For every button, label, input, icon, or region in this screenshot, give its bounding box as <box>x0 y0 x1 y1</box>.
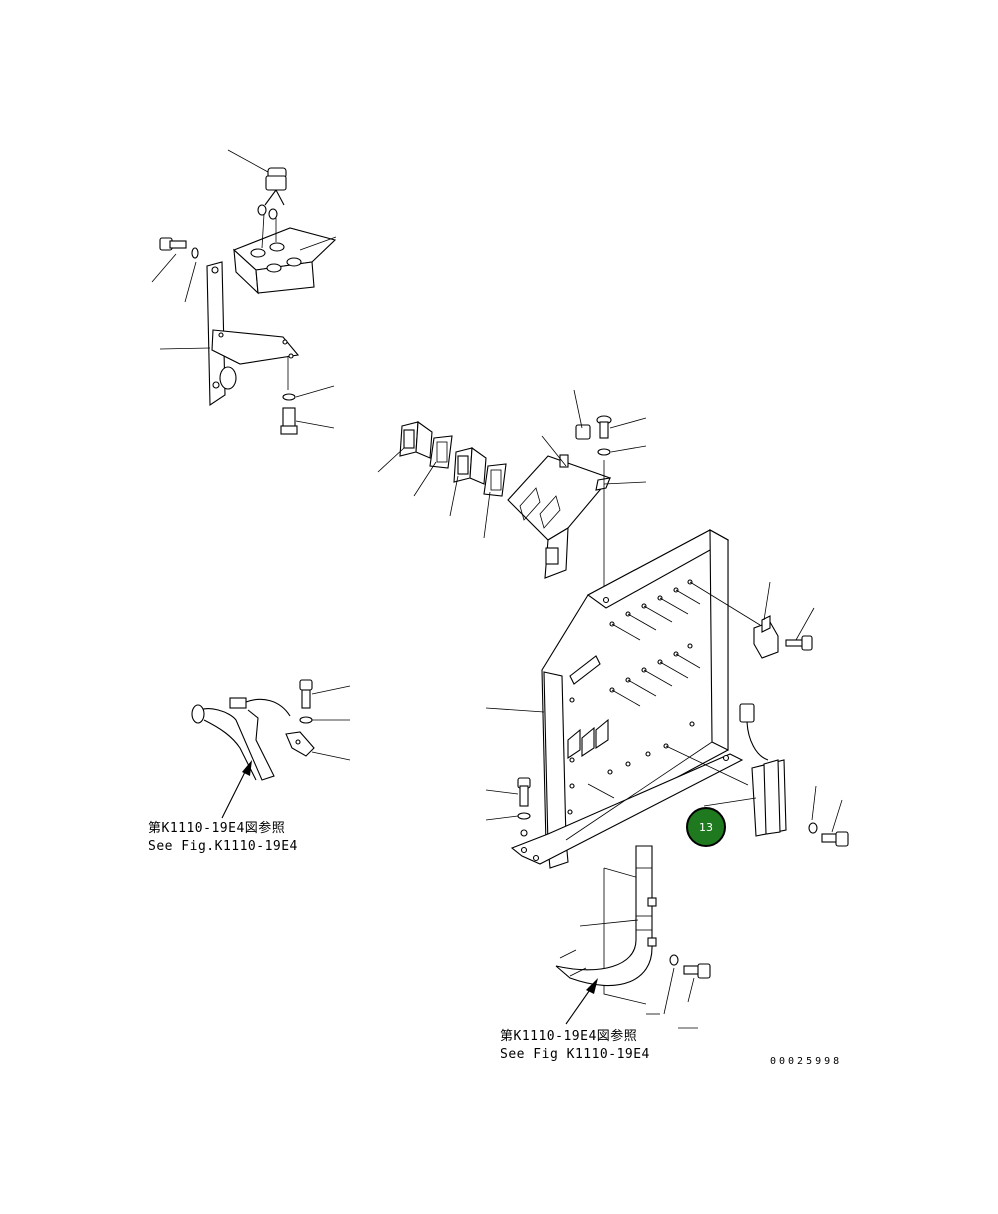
bolt-part <box>821 831 849 847</box>
leader-line <box>184 261 197 303</box>
leader-line <box>377 447 405 473</box>
leader-line <box>795 607 815 641</box>
bolt-part <box>785 635 813 651</box>
reference-line-1: 第K1110-19E4図参照 <box>500 1028 637 1044</box>
clamp-part <box>285 731 315 757</box>
connector-part <box>453 446 487 485</box>
leader-line <box>663 967 675 1015</box>
leader-line <box>295 420 335 429</box>
connector-part <box>399 420 433 459</box>
leader-line <box>579 919 639 927</box>
leader-line <box>811 785 817 821</box>
leader-line <box>227 149 269 173</box>
leader-line <box>687 977 695 1003</box>
washer-part <box>282 393 296 401</box>
leader-line <box>483 491 491 539</box>
leader-line <box>449 475 459 517</box>
harness-clamp-assembly <box>191 697 291 781</box>
bolt-part <box>159 237 187 251</box>
leader-line <box>295 385 335 398</box>
leader-line <box>311 751 351 761</box>
arrow-head <box>586 978 598 994</box>
screw-part <box>280 407 298 435</box>
leader-line <box>609 417 647 429</box>
washer-part <box>808 822 818 834</box>
leader-line <box>703 797 757 807</box>
switch-panel-assembly <box>507 389 647 600</box>
leader-line <box>299 236 337 251</box>
leader-line <box>573 389 583 429</box>
screw-part <box>596 415 612 439</box>
relay-part <box>753 615 779 659</box>
cable-clips <box>567 655 609 760</box>
arrow-head <box>242 760 252 776</box>
callout-badge[interactable]: 13 <box>686 807 726 847</box>
knob-part <box>257 167 287 220</box>
lower-harness-assembly <box>555 845 657 1005</box>
bracket-part <box>206 261 300 407</box>
connector-parts <box>377 420 507 539</box>
bolt-part <box>683 963 711 979</box>
leader-line <box>541 435 567 467</box>
switch-panel-part <box>507 455 611 541</box>
connector-part <box>483 463 507 497</box>
mount-lines <box>587 581 761 799</box>
reference-line-1: 第K1110-19E4図参照 <box>148 820 285 836</box>
reference-note-1: 第K1110-19E4図参照 See Fig.K1110-19E4 <box>148 820 298 854</box>
washer-part <box>597 448 611 456</box>
switch-block-part <box>232 213 337 295</box>
leader-line <box>603 481 647 485</box>
reference-line-2: See Fig K1110-19E4 <box>500 1047 650 1062</box>
connector-part <box>429 435 453 469</box>
reference-note-2: 第K1110-19E4図参照 See Fig K1110-19E4 <box>500 1028 650 1062</box>
leader-line <box>159 347 211 350</box>
leader-line <box>485 789 519 795</box>
top-left-assembly <box>151 149 337 435</box>
washer-part <box>299 716 313 724</box>
washer-part <box>669 954 679 966</box>
leader-line <box>610 445 647 453</box>
leader-line <box>485 815 519 821</box>
leader-line <box>311 685 351 695</box>
washer-part <box>520 829 528 837</box>
main-panel-part <box>510 529 761 869</box>
leader-line <box>151 253 177 283</box>
bolt-part <box>517 777 531 807</box>
bolt-part <box>299 679 313 709</box>
reference-arrow <box>221 765 249 819</box>
resistor-part <box>739 703 787 837</box>
reference-line-2: See Fig.K1110-19E4 <box>148 839 298 854</box>
switch-lever-part <box>575 424 591 440</box>
callout-label: 13 <box>699 821 713 834</box>
leader-line <box>831 799 843 833</box>
leader-line <box>413 461 437 497</box>
washer-part <box>517 812 531 820</box>
leader-line <box>763 581 771 621</box>
washer-part <box>191 247 199 259</box>
drawing-code: 00025998 <box>770 1056 842 1067</box>
leader-line <box>485 707 545 713</box>
